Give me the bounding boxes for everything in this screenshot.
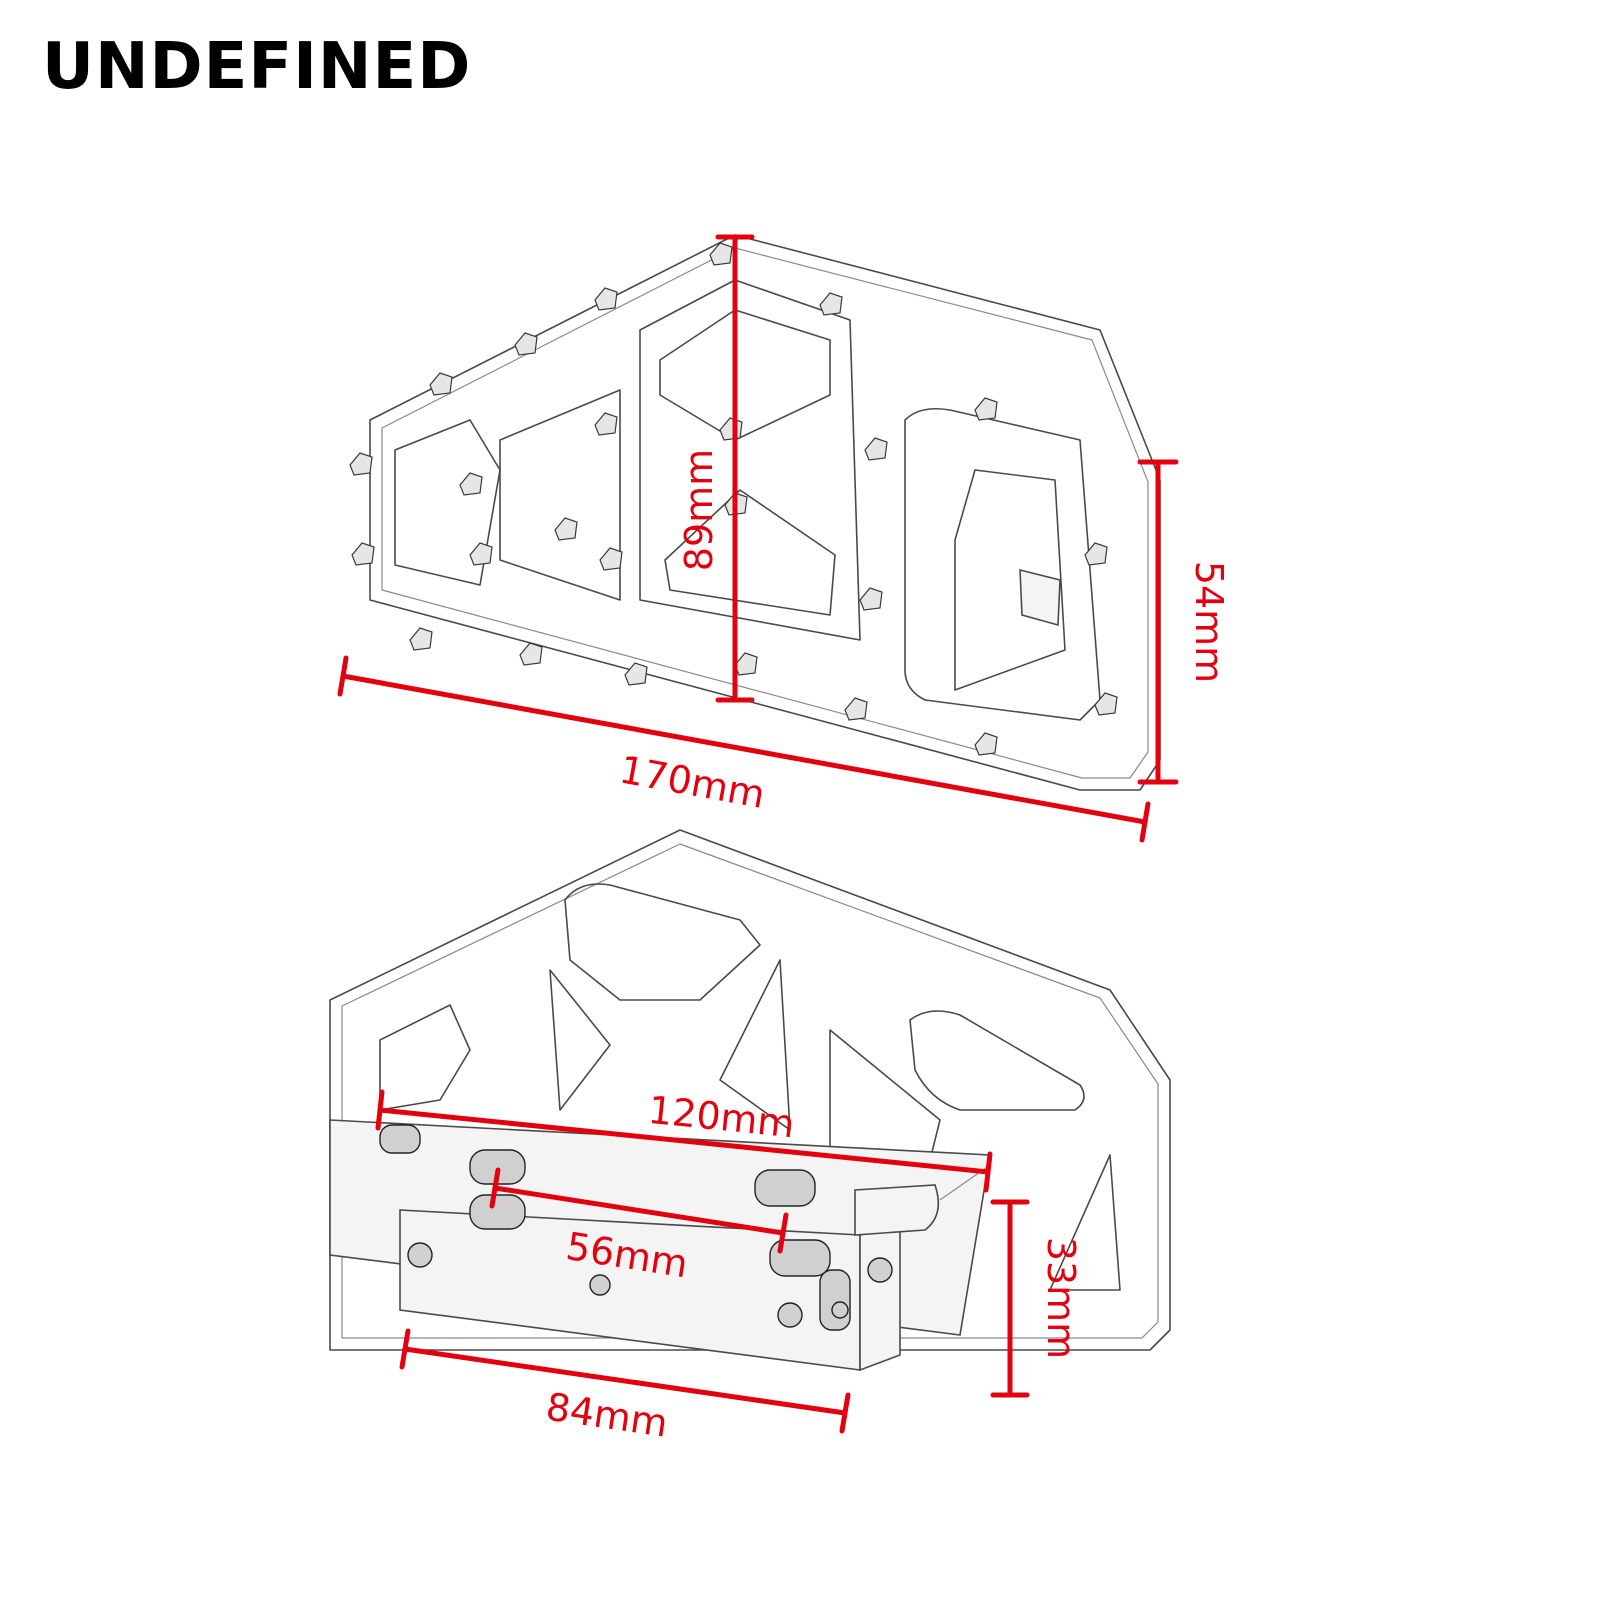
stud [624,662,648,686]
dimension-annotations: 89mm 54mm 170mm 120mm 56mm 84mm 33mm [337,234,1231,1446]
bracket-bolts [407,1242,893,1328]
dim-label-84: 84mm [543,1385,670,1446]
stud [459,472,483,496]
pin [819,1269,851,1331]
bottom-cutout-center [549,969,611,1111]
stud [974,732,998,756]
footpeg-top-view [349,234,1161,791]
pin [769,1239,831,1277]
stud [859,587,883,611]
pin [469,1194,526,1230]
dim-line-170 [340,673,1148,825]
stud [349,452,373,476]
stud [709,242,733,266]
top-cell-right [904,407,1101,721]
dim-label-33: 33mm [1039,1237,1083,1359]
stud [719,417,743,441]
bottom-cutout-mid [719,959,791,1131]
pin [379,1124,421,1154]
top-cell-left2 [499,389,621,601]
stud [514,332,538,356]
dim-label-170: 170mm [616,747,768,816]
top-cell-left [394,419,501,586]
top-plate-outline [369,234,1161,791]
dim-line-120 [377,1107,991,1175]
brand-title: UNDEFINED [42,30,472,104]
stud [599,547,623,571]
stud [844,697,868,721]
bolt-head [407,1242,433,1268]
bolt-head [777,1302,803,1328]
right-clip [1019,568,1061,627]
bottom-cutout-left [379,1004,471,1111]
stud [594,287,618,311]
stud [351,542,375,566]
bolt-head [589,1274,611,1296]
stud [409,627,433,651]
stud [594,412,618,436]
stud [519,642,543,666]
bottom-cutout-diamond [564,883,761,1001]
bolt-head [867,1257,893,1283]
stud [469,542,493,566]
pin [754,1169,816,1207]
dim-label-54: 54mm [1187,561,1231,683]
top-cell-diamond [639,279,861,641]
stud [974,397,998,421]
dim-line-84 [402,1346,848,1416]
stud [429,372,453,396]
bracket-tab [854,1184,940,1236]
stud [819,292,843,316]
stud [1094,692,1118,716]
bottom-plate-outline [329,829,1171,1351]
stud [554,517,578,541]
dim-label-89: 89mm [677,449,721,571]
bottom-cutout-right [909,1010,1085,1111]
dim-line-56 [492,1185,786,1236]
bolt-head [831,1301,849,1319]
stud [734,652,758,676]
stud [1084,542,1108,566]
stud [864,437,888,461]
